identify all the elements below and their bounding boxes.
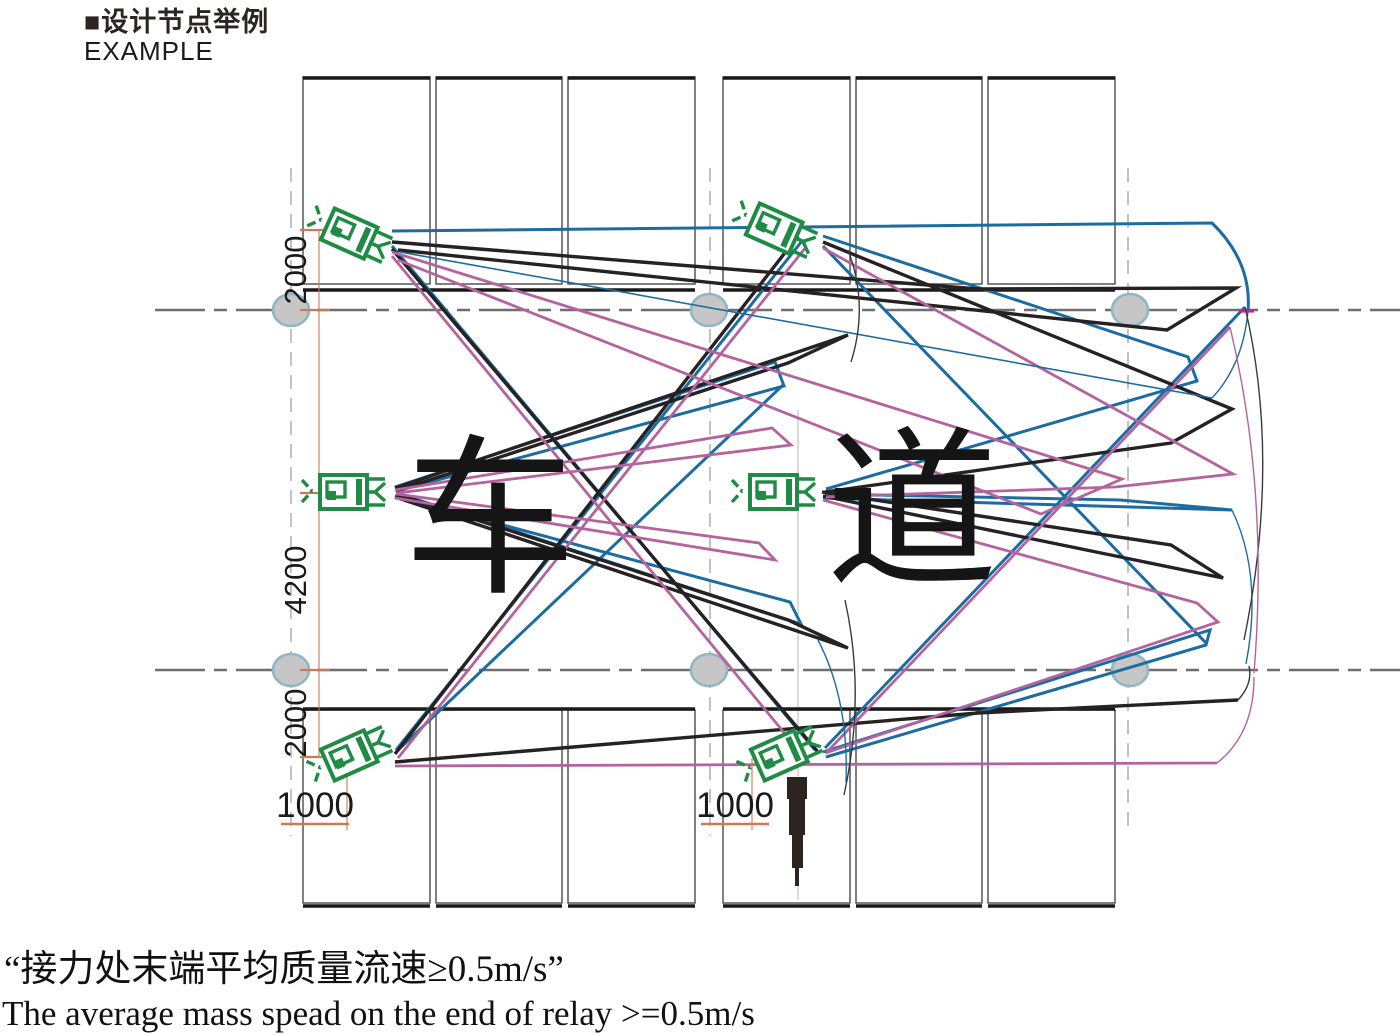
page-subtitle: EXAMPLE	[84, 36, 214, 66]
dim-offset-top: 2000	[278, 236, 313, 305]
dim-setback-left: 1000	[276, 786, 354, 825]
throw-envelope-arcs	[399, 249, 1264, 796]
caption-english: The average mass spead on the end of rel…	[2, 994, 755, 1033]
jet-fan-icon	[302, 721, 397, 790]
jet-fan-icon	[302, 199, 397, 268]
grid-axis-bubbles	[271, 292, 1150, 688]
stall-bold-edges-bottom	[303, 707, 1115, 908]
jet-fan-icon	[730, 473, 817, 511]
grid-axis-bubble	[689, 652, 729, 688]
dimension-labels: 2000 4200 2000 1000 1000	[276, 236, 774, 825]
caption-chinese: “接力处末端平均质量流速≥0.5m/s”	[4, 949, 564, 990]
dim-lane-width: 4200	[278, 546, 313, 615]
dim-setback-center: 1000	[696, 786, 774, 825]
page-title: ■设计节点举例	[84, 7, 270, 37]
dim-offset-bottom: 2000	[278, 689, 313, 758]
grid-axis-bubble	[1110, 292, 1150, 328]
lane-label-left: 车	[404, 427, 576, 617]
lane-label-right: 道	[826, 419, 998, 609]
throw-lines-magenta	[390, 246, 1254, 768]
axis-grid	[155, 168, 1400, 900]
throw-lines-black	[390, 234, 1243, 764]
stall-bold-edges-top	[303, 76, 1115, 292]
sprinkler-head-icon	[787, 777, 807, 886]
